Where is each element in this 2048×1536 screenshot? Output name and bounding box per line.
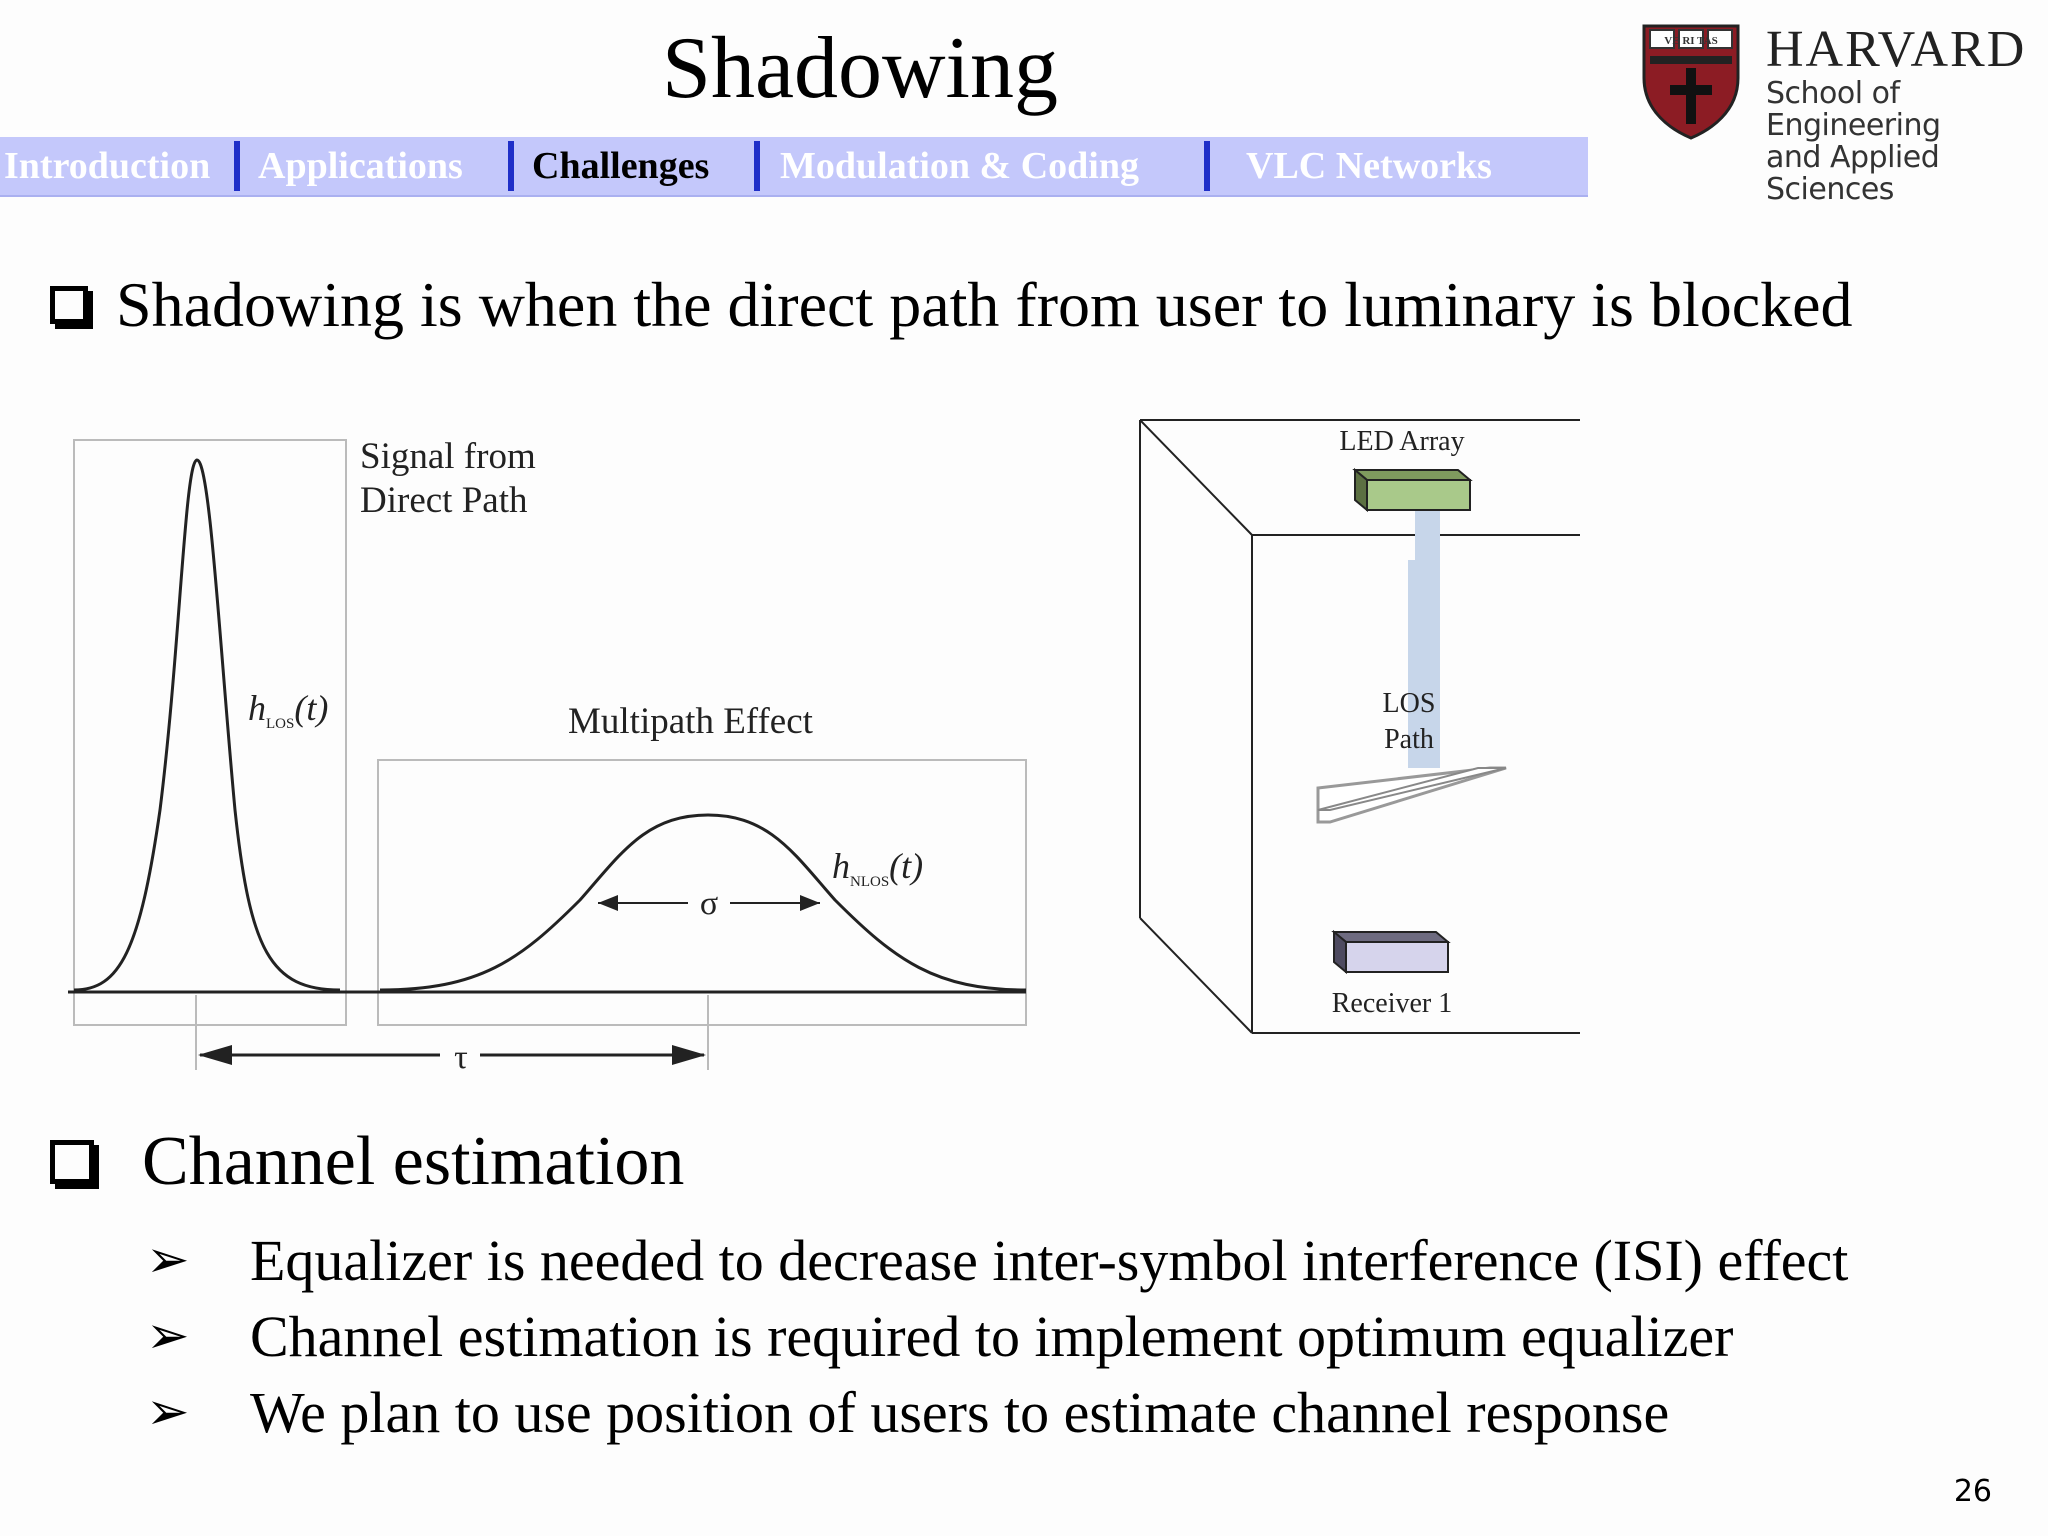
tab-vlc-networks[interactable]: VLC Networks bbox=[1246, 145, 1492, 187]
list-item: ➢ We plan to use position of users to es… bbox=[146, 1374, 1848, 1450]
harvard-logo: VE RI TAS HARVARD School of Engineering … bbox=[1640, 20, 2040, 206]
page-number: 26 bbox=[1953, 1474, 1992, 1509]
los-beam bbox=[1408, 492, 1449, 768]
led-array-block bbox=[1352, 467, 1473, 513]
nav-separator bbox=[1204, 141, 1210, 191]
arrow-bullet-icon: ➢ bbox=[146, 1230, 190, 1290]
direct-path-box bbox=[73, 439, 347, 1026]
svg-text:hNLOS(t): hNLOS(t) bbox=[832, 846, 923, 890]
direct-path-label-2: Direct Path bbox=[360, 480, 528, 521]
bullet-shadowing: Shadowing is when the direct path from u… bbox=[50, 268, 1853, 342]
bullet-text: Shadowing is when the direct path from u… bbox=[116, 269, 1853, 340]
blocking-object bbox=[1316, 766, 1507, 824]
multipath-box bbox=[377, 759, 1027, 1026]
list-item: ➢ Equalizer is needed to decrease inter-… bbox=[146, 1222, 1848, 1298]
direct-path-label-1: Signal from bbox=[360, 436, 536, 477]
section-nav-bar: Introduction Applications Challenges Mod… bbox=[0, 137, 1588, 197]
los-pulse-curve bbox=[73, 458, 341, 992]
nlos-subscript: NLOS bbox=[850, 874, 889, 890]
tab-introduction[interactable]: Introduction bbox=[4, 145, 211, 187]
nlos-pulse-curve bbox=[379, 813, 1027, 992]
logo-subtitle: School of Engineering and Applied Scienc… bbox=[1766, 78, 2040, 206]
impulse-response-figure: Signal from Direct Path hLOS(t) Multipat… bbox=[68, 436, 1027, 1076]
svg-text:hLOS(t): hLOS(t) bbox=[248, 688, 328, 732]
tau-label: τ bbox=[454, 1039, 468, 1076]
led-array-label: LED Array bbox=[1339, 426, 1464, 457]
list-item: ➢ Channel estimation is required to impl… bbox=[146, 1298, 1848, 1374]
los-label-2: Path bbox=[1384, 724, 1434, 755]
nav-separator bbox=[508, 141, 514, 191]
tab-challenges[interactable]: Challenges bbox=[532, 145, 710, 187]
logo-subtitle-line2: and Applied Sciences bbox=[1766, 140, 1940, 207]
arrow-bullet-icon: ➢ bbox=[146, 1306, 190, 1366]
list-item-text: Equalizer is needed to decrease inter-sy… bbox=[250, 1227, 1849, 1293]
checkbox-bullet-icon bbox=[50, 286, 88, 324]
list-item-text: Channel estimation is required to implem… bbox=[250, 1303, 1734, 1369]
los-label-1: LOS bbox=[1383, 688, 1436, 719]
checkbox-bullet-icon bbox=[50, 1140, 94, 1184]
nav-separator bbox=[754, 141, 760, 191]
nlos-arg: (t) bbox=[889, 846, 923, 886]
room-los-figure: LED Array LOS Path Receiver 1 bbox=[1139, 419, 1580, 1034]
logo-subtitle-line1: School of Engineering bbox=[1766, 76, 1941, 143]
tab-modulation-coding[interactable]: Modulation & Coding bbox=[780, 145, 1139, 187]
channel-estimation-sublist: ➢ Equalizer is needed to decrease inter-… bbox=[146, 1222, 1848, 1450]
bullet-channel-estimation: Channel estimation bbox=[50, 1122, 684, 1202]
sigma-label: σ bbox=[700, 885, 718, 922]
shield-motto: VE RI TAS bbox=[1664, 35, 1717, 47]
tab-applications[interactable]: Applications bbox=[258, 145, 463, 187]
list-item-text: We plan to use position of users to esti… bbox=[250, 1379, 1670, 1445]
los-symbol: h bbox=[248, 688, 266, 728]
bullet-text: Channel estimation bbox=[142, 1123, 685, 1200]
los-subscript: LOS bbox=[266, 716, 294, 732]
logo-name: HARVARD bbox=[1766, 21, 2027, 78]
harvard-shield-icon: VE RI TAS bbox=[1642, 24, 1740, 140]
slide-title: Shadowing bbox=[662, 20, 1058, 117]
receiver-label: Receiver 1 bbox=[1332, 988, 1453, 1019]
los-arg: (t) bbox=[294, 688, 328, 728]
multipath-label: Multipath Effect bbox=[568, 701, 814, 742]
arrow-bullet-icon: ➢ bbox=[146, 1382, 190, 1442]
receiver-block bbox=[1331, 929, 1451, 975]
nlos-symbol: h bbox=[832, 846, 850, 886]
nav-separator bbox=[234, 141, 240, 191]
